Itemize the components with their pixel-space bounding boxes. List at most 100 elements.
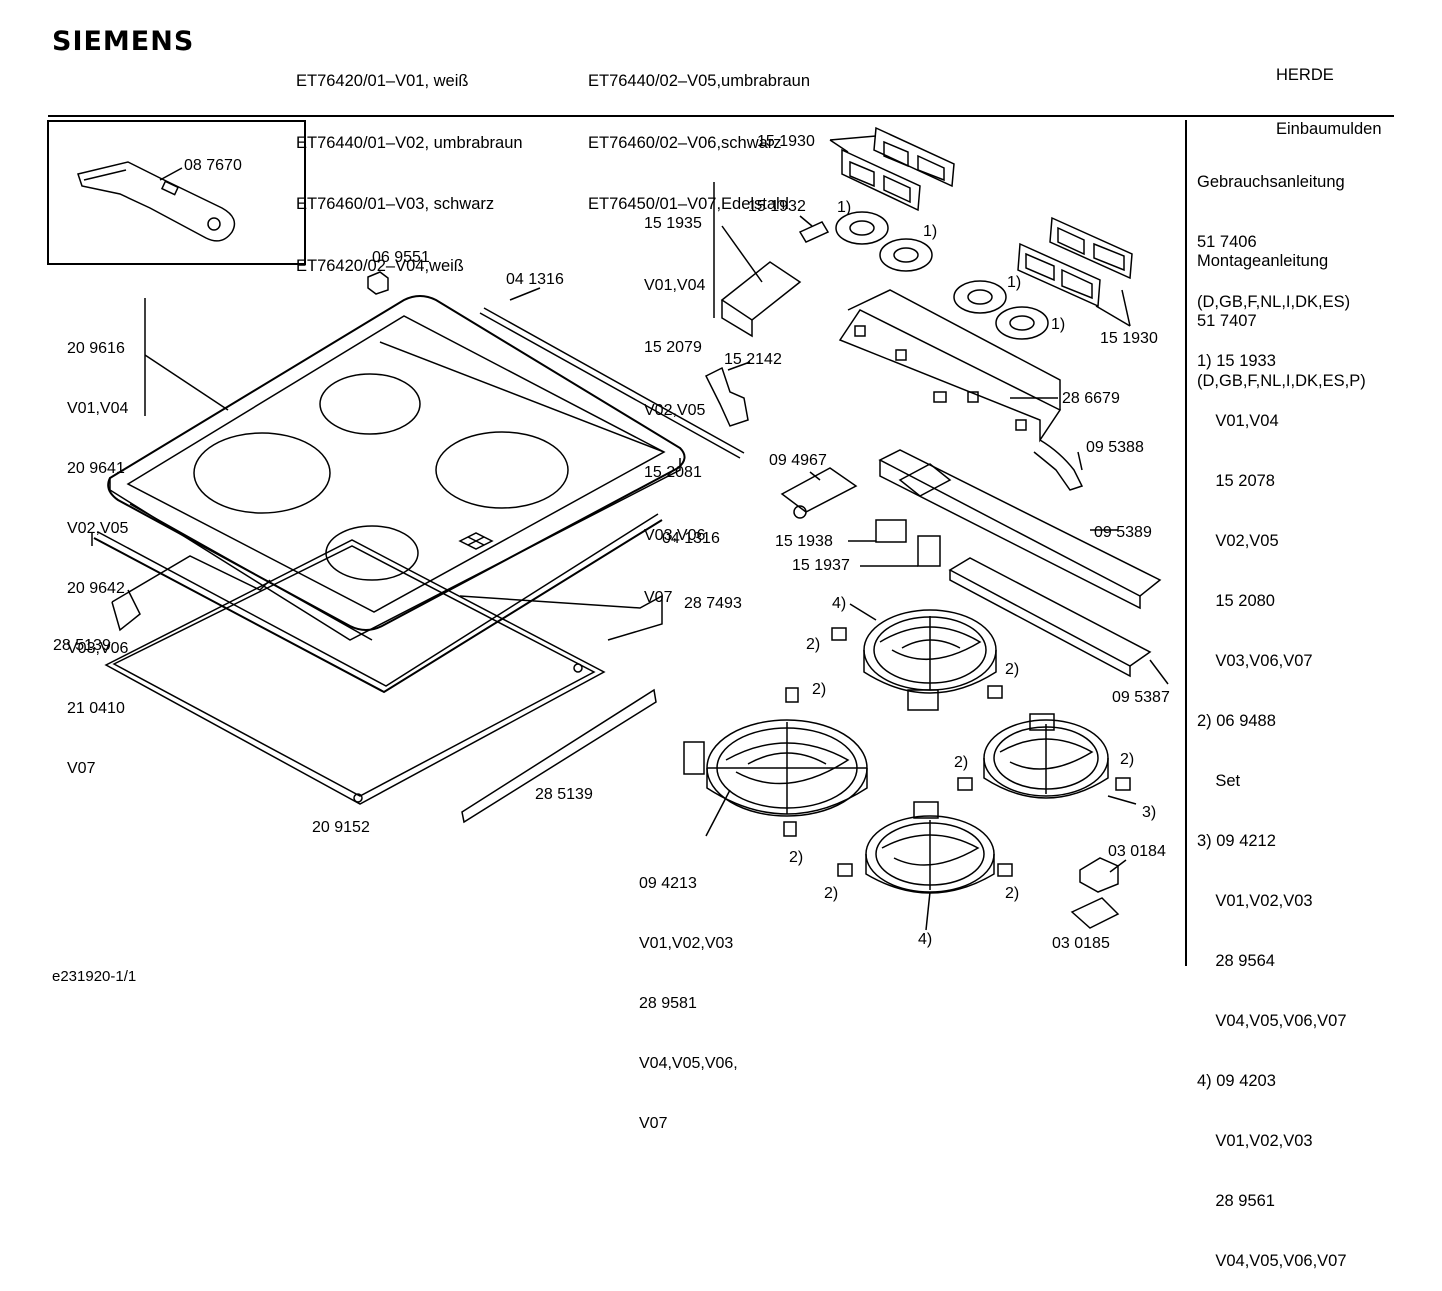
profile-icon xyxy=(878,449,1162,597)
model-list-2: ET76440/02–V05,umbrabraun ET76460/02–V06… xyxy=(588,30,810,235)
part-label-profile: 09 5389 xyxy=(1094,524,1152,541)
bracket-bottom-icon xyxy=(461,688,657,824)
document-id: e231920-1/1 xyxy=(52,968,137,985)
part-label-seal-bottom: 04 1316 xyxy=(662,530,720,547)
footnote-line: V01,V04 xyxy=(1197,412,1279,430)
part-label-glass-top: 20 9616 V01,V04 20 9641 V02,V05 20 9642 … xyxy=(67,299,128,799)
variant-line: V07 xyxy=(67,760,96,777)
variant-line: 09 4213 xyxy=(639,875,697,892)
part-label-frame-bottom: 20 9152 xyxy=(312,819,370,836)
variant-line: V02,V05 xyxy=(67,520,129,537)
model-line: ET76450/01–V07,Edelstahl xyxy=(588,195,789,213)
install-title: Montageanleitung xyxy=(1197,252,1329,270)
footnote-line: V04,V05,V06,V07 xyxy=(1197,1252,1347,1270)
part-label-terminal-cover: 03 0185 xyxy=(1052,935,1110,952)
manual-number: 51 7406 xyxy=(1197,233,1257,251)
footnote-line: 4) 09 4203 xyxy=(1197,1072,1276,1090)
terminal-cover-icon xyxy=(1070,897,1120,929)
bracket-left-icon xyxy=(111,555,271,603)
heater-medium-icon xyxy=(983,713,1109,799)
glass-cooktop-icon xyxy=(107,295,686,641)
variant-line: V07 xyxy=(644,588,673,606)
marker-1: 1) xyxy=(1051,316,1066,333)
marker-2: 2) xyxy=(789,849,804,866)
model-line: ET76440/01–V02, umbrabraun xyxy=(296,133,523,152)
footnote-line: 28 9564 xyxy=(1197,952,1275,970)
model-line: ET76420/01–V01, weiß xyxy=(296,72,469,90)
heater-large-icon xyxy=(683,719,868,817)
footnote-line: V03,V06,V07 xyxy=(1197,652,1313,670)
frame-bottom-icon xyxy=(104,539,606,805)
variant-line: 21 0410 xyxy=(67,700,125,717)
part-label-switch-block: 15 1938 xyxy=(775,533,833,550)
manual-info: Gebrauchsanleitung 51 7406 (D,GB,F,NL,I,… xyxy=(1197,132,1350,332)
manual-title: Gebrauchsanleitung xyxy=(1197,173,1345,191)
category-line: HERDE xyxy=(1276,66,1334,84)
marker-2: 2) xyxy=(812,681,827,698)
variant-line: 20 9641 xyxy=(67,460,125,477)
footnote-line: V02,V05 xyxy=(1197,532,1279,550)
part-label-cover-b: 15 1930 xyxy=(1100,330,1158,347)
category-line: Einbaumulden xyxy=(1276,120,1382,138)
variant-line: 20 9616 xyxy=(67,340,125,357)
part-label-terminal: 03 0184 xyxy=(1108,843,1166,860)
footnote-line: Set xyxy=(1197,772,1241,790)
model-line: ET76460/01–V03, schwarz xyxy=(296,195,495,213)
plate-icon xyxy=(780,467,858,513)
footnote-line: 1) 15 1933 xyxy=(1197,352,1276,370)
variant-line: V04,V05,V06, xyxy=(639,1055,738,1072)
terminal-block-icon xyxy=(1079,857,1119,893)
seal-strip-bottom xyxy=(93,519,663,694)
part-label-plate: 09 4967 xyxy=(769,452,827,469)
variant-line: 15 2081 xyxy=(644,464,702,482)
marker-2: 2) xyxy=(954,754,969,771)
variant-line: V01,V04 xyxy=(644,276,706,294)
marker-1: 1) xyxy=(923,223,938,240)
footnote-line: 28 9561 xyxy=(1197,1192,1275,1210)
marker-1: 1) xyxy=(1007,274,1022,291)
footnote-line: 3) 09 4212 xyxy=(1197,832,1276,850)
variant-line: 15 2079 xyxy=(644,339,702,357)
install-info: Montageanleitung 51 7407 (D,GB,F,NL,I,DK… xyxy=(1197,211,1366,411)
variant-line: V02,V05 xyxy=(644,401,706,419)
part-label-small-part: 15 1932 xyxy=(748,198,806,215)
manual-languages: (D,GB,F,NL,I,DK,ES) xyxy=(1197,293,1351,311)
scraper-icon xyxy=(77,161,236,242)
part-label-tray: 28 7493 xyxy=(684,595,742,612)
marker-1: 1) xyxy=(837,199,852,216)
model-line: ET76440/02–V05,umbrabraun xyxy=(588,72,810,90)
cover-frames-top xyxy=(841,126,955,212)
brand-logo: SIEMENS xyxy=(52,26,195,57)
marker-3: 3) xyxy=(1142,804,1157,821)
scraper-inset-box xyxy=(47,120,306,265)
marker-2: 2) xyxy=(806,636,821,653)
marker-2: 2) xyxy=(1005,885,1020,902)
model-line: ET76460/02–V06,schwarz xyxy=(588,133,782,152)
rail-icon xyxy=(948,557,1152,667)
part-label-holder: 15 2142 xyxy=(724,351,782,368)
variant-line: 20 9642 xyxy=(67,580,125,597)
switch-assembly-icon xyxy=(720,261,802,321)
install-number: 51 7407 xyxy=(1197,312,1257,330)
holder-icon xyxy=(704,366,749,427)
marker-2: 2) xyxy=(1005,661,1020,678)
small-part-icon xyxy=(798,221,830,243)
install-languages: (D,GB,F,NL,I,DK,ES,P) xyxy=(1197,372,1366,390)
part-label-heater-large: 09 4213 V01,V02,V03 28 9581 V04,V05,V06,… xyxy=(639,834,738,1154)
footnote-line: 15 2080 xyxy=(1197,592,1275,610)
footnote-line: V01,V02,V03 xyxy=(1197,1132,1313,1150)
footnote-line: 15 2078 xyxy=(1197,472,1275,490)
part-label-rail: 09 5387 xyxy=(1112,689,1170,706)
part-label-seal-top: 04 1316 xyxy=(506,271,564,288)
clip-icon xyxy=(367,271,389,295)
footnote-line: 2) 06 9488 xyxy=(1197,712,1276,730)
part-label-bracket-left: 28 5139 xyxy=(53,637,111,654)
part-label-switch-single: 15 1937 xyxy=(792,557,850,574)
marker-4: 4) xyxy=(832,595,847,612)
tray-icon xyxy=(459,594,663,641)
part-label-clip: 06 9551 xyxy=(372,249,430,266)
part-label-board: 28 6679 xyxy=(1062,390,1120,407)
cover-frames-right xyxy=(1017,216,1133,308)
clip-set-icons xyxy=(783,627,1131,877)
switch-block-icon xyxy=(875,519,907,543)
